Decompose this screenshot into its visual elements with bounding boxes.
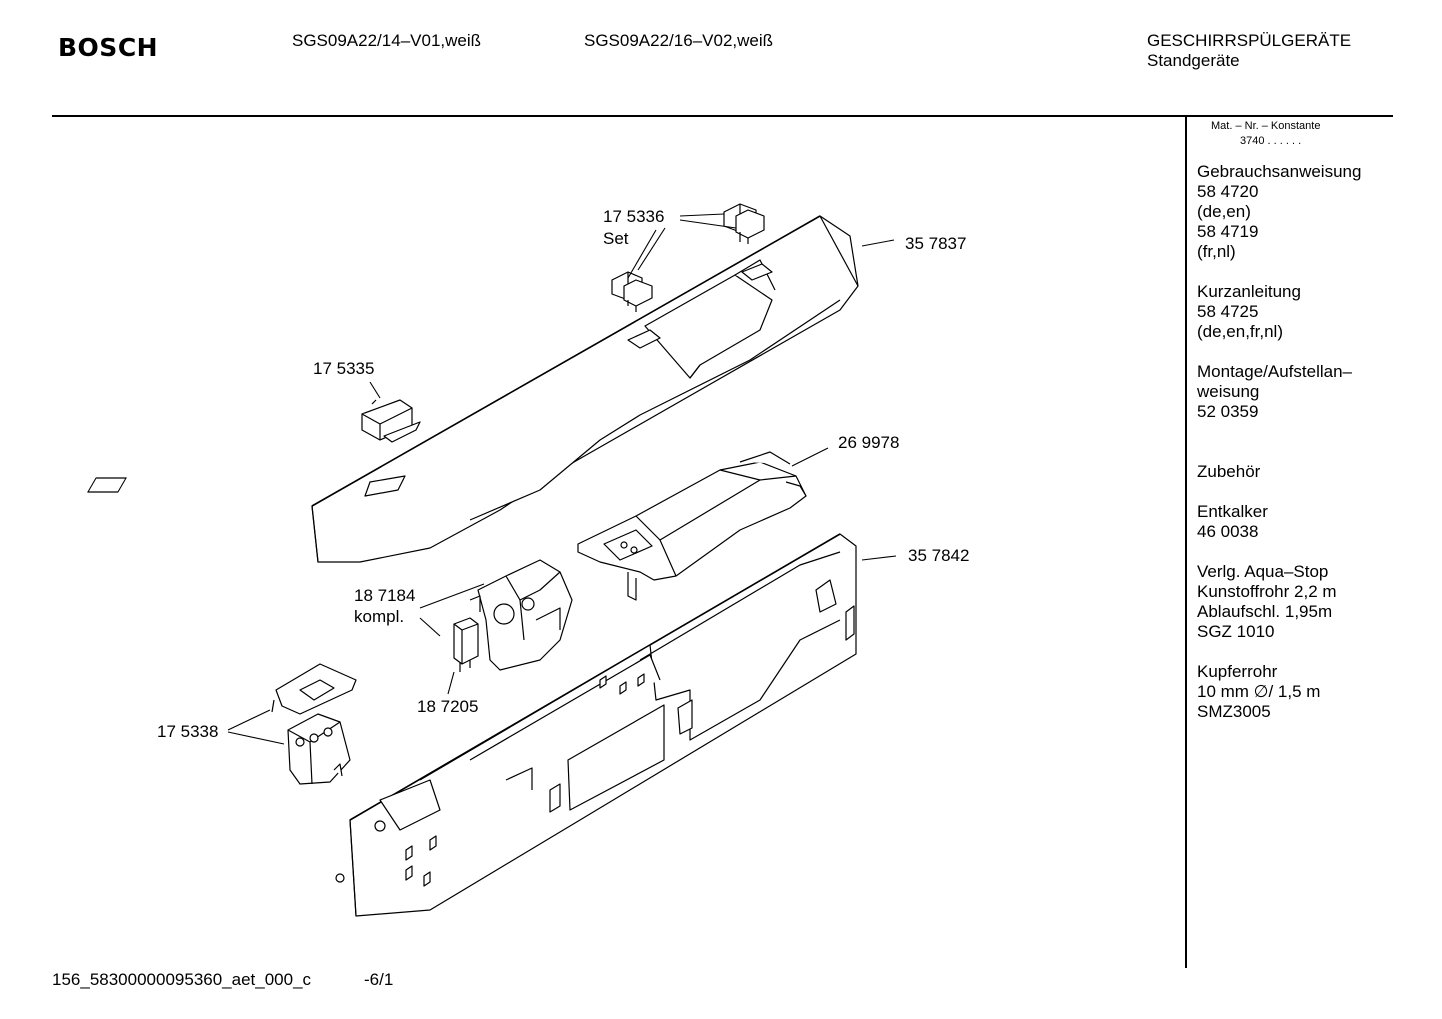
part-label-187184: 18 7184 — [354, 586, 416, 605]
control-panel-fascia-part — [87, 215, 859, 563]
sidebar-line: weisung — [1197, 382, 1260, 401]
mat-nr-title: Mat. – Nr. – Konstante — [1211, 120, 1321, 132]
part-label-175335: 17 5335 — [313, 359, 375, 378]
sidebar-line: Kurzanleitung — [1197, 282, 1301, 301]
sidebar-line: 58 4719 — [1197, 222, 1259, 241]
sidebar-line: (de,en,fr,nl) — [1197, 322, 1283, 341]
sidebar-line: Kunstoffrohr 2,2 m — [1197, 582, 1337, 601]
sidebar-line: 58 4725 — [1197, 302, 1259, 321]
sidebar-line: Verlg. Aqua–Stop — [1197, 562, 1329, 581]
terminal-block-part — [271, 663, 357, 785]
main-housing-part — [335, 533, 857, 917]
sidebar-line: 58 4720 — [1197, 182, 1259, 201]
model-number-2: SGS09A22/16–V02,weiß — [584, 31, 774, 50]
sidebar-line: Zubehör — [1197, 462, 1261, 481]
sidebar-line: (fr,nl) — [1197, 242, 1236, 261]
button-set-part — [611, 203, 765, 312]
sidebar-line: SGZ 1010 — [1197, 622, 1275, 641]
sidebar-line: Entkalker — [1197, 502, 1268, 521]
footer-document-code: 156_58300000095360_aet_000_c — [52, 970, 312, 989]
category-title: GESCHIRRSPÜLGERÄTE — [1147, 31, 1352, 50]
sidebar-line: Kupferrohr — [1197, 662, 1278, 681]
part-label-187205: 18 7205 — [417, 697, 479, 716]
part-label-357842: 35 7842 — [908, 546, 970, 565]
brand-logo: BOSCH — [58, 33, 159, 62]
small-relay-part — [453, 617, 479, 672]
part-label-175336-set: Set — [603, 229, 629, 248]
sidebar-line: Montage/Aufstellan– — [1197, 362, 1352, 381]
part-label-175336: 17 5336 — [603, 207, 665, 226]
category-subtitle: Standgeräte — [1147, 51, 1240, 70]
sidebar-line: SMZ3005 — [1197, 702, 1271, 721]
small-button-part — [361, 399, 421, 443]
part-label-269978: 26 9978 — [838, 433, 900, 452]
sidebar-line: Gebrauchsanweisung — [1197, 162, 1362, 181]
sidebar-line: (de,en) — [1197, 202, 1251, 221]
sidebar-info: Gebrauchsanweisung 58 4720 (de,en) 58 47… — [1197, 162, 1361, 722]
part-label-175338: 17 5338 — [157, 722, 219, 741]
model-number-1: SGS09A22/14–V01,weiß — [292, 31, 482, 50]
footer-page-number: -6/1 — [364, 970, 394, 989]
sidebar-line: Ablaufschl. 1,95m — [1197, 602, 1333, 621]
part-label-357837: 35 7837 — [905, 234, 967, 253]
relay-assembly-part — [469, 559, 573, 671]
leader-lines — [227, 213, 897, 745]
sidebar-line: 10 mm ∅/ 1,5 m — [1197, 682, 1321, 701]
mat-nr-value: 3740 . . . . . . — [1240, 135, 1302, 147]
sidebar-line: 52 0359 — [1197, 402, 1259, 421]
display-module-part — [577, 451, 807, 601]
sidebar-line: 46 0038 — [1197, 522, 1259, 541]
part-label-187184-kompl: kompl. — [354, 607, 405, 626]
